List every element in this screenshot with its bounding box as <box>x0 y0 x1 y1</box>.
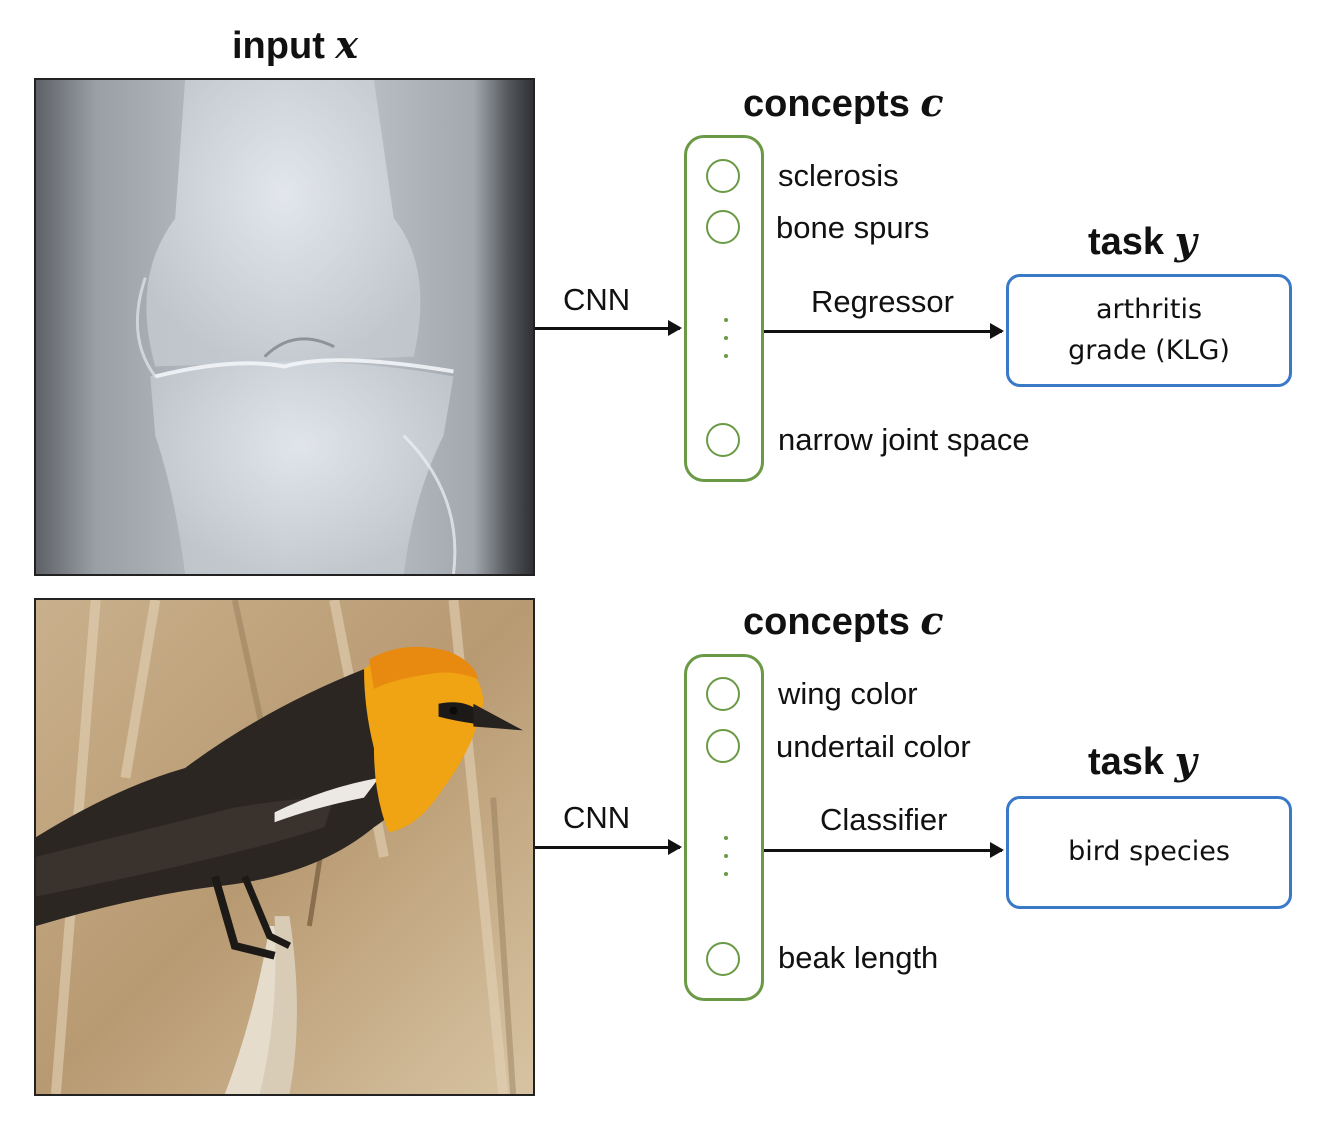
ellipsis-dots <box>724 836 728 890</box>
edge-label-cnn: CNN <box>563 282 631 317</box>
concept-node <box>706 942 740 976</box>
task-title-1: task y <box>1088 218 1197 264</box>
concept-node <box>706 423 740 457</box>
arrow-cnn-1 <box>535 320 682 336</box>
concept-label: beak length <box>778 940 939 975</box>
knee-xray-image <box>34 78 535 576</box>
concept-label: narrow joint space <box>778 422 1030 457</box>
concept-vector-1 <box>684 135 764 482</box>
concepts-title-word: concepts <box>743 83 910 125</box>
concepts-title-var: c <box>920 80 944 125</box>
arrow-classifier <box>764 842 1004 858</box>
input-title-word: input <box>232 25 325 67</box>
concept-node <box>706 159 740 193</box>
task-box-arthritis: arthritis grade (KLG) <box>1006 274 1292 387</box>
task-box-bird-species: bird species <box>1006 796 1292 909</box>
task-title-2: task y <box>1088 738 1197 784</box>
arrow-regressor <box>764 323 1004 339</box>
task-title-var: y <box>1174 738 1197 783</box>
concept-label: wing color <box>778 676 918 711</box>
concept-label: bone spurs <box>776 210 930 245</box>
concept-node <box>706 677 740 711</box>
task-line: bird species <box>1068 836 1230 868</box>
concepts-title-word: concepts <box>743 601 910 643</box>
edge-label-regressor: Regressor <box>811 284 954 319</box>
edge-label-classifier: Classifier <box>820 802 948 837</box>
task-title-word: task <box>1088 221 1165 263</box>
task-title-var: y <box>1174 218 1197 263</box>
concept-node <box>706 210 740 244</box>
edge-label-cnn: CNN <box>563 800 631 835</box>
concept-node <box>706 729 740 763</box>
concepts-title-2: concepts c <box>743 598 944 644</box>
concept-label: undertail color <box>776 729 971 764</box>
input-title: input x <box>232 22 358 68</box>
ellipsis-dots <box>724 318 728 372</box>
bird-image <box>34 598 535 1096</box>
task-line: grade (KLG) <box>1068 334 1230 366</box>
concept-label: sclerosis <box>778 158 899 193</box>
concepts-title-var: c <box>920 598 944 643</box>
concept-vector-2 <box>684 654 764 1001</box>
arrow-cnn-2 <box>535 839 682 855</box>
concepts-title-1: concepts c <box>743 80 944 126</box>
input-title-var: x <box>335 22 359 67</box>
task-line: arthritis <box>1095 294 1203 325</box>
task-title-word: task <box>1088 741 1165 783</box>
